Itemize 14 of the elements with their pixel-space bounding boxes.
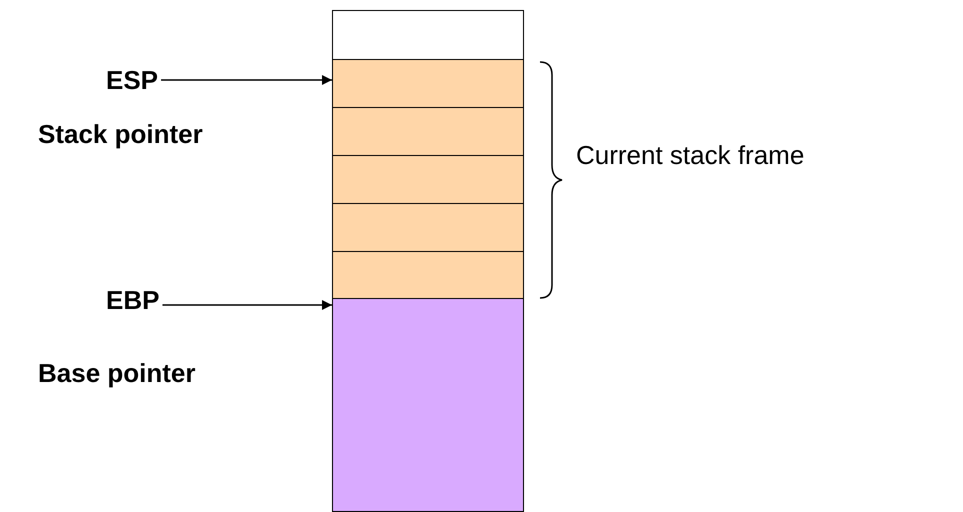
stack-cell [332,251,524,299]
register-label: ESP [106,65,158,95]
stack-cell [332,107,524,156]
bracket-label: Current stack frame [576,140,804,170]
stack-cell [332,203,524,252]
pointer-arrow [161,75,332,85]
stack-cell [332,59,524,108]
stack-cell [332,155,524,204]
description-text: Base pointer [38,358,196,388]
description-text: Stack pointer [38,119,203,149]
stack-cell [332,10,524,60]
stack-cell [332,298,524,512]
register-label: EBP [106,285,160,315]
pointer-arrow [162,300,332,310]
